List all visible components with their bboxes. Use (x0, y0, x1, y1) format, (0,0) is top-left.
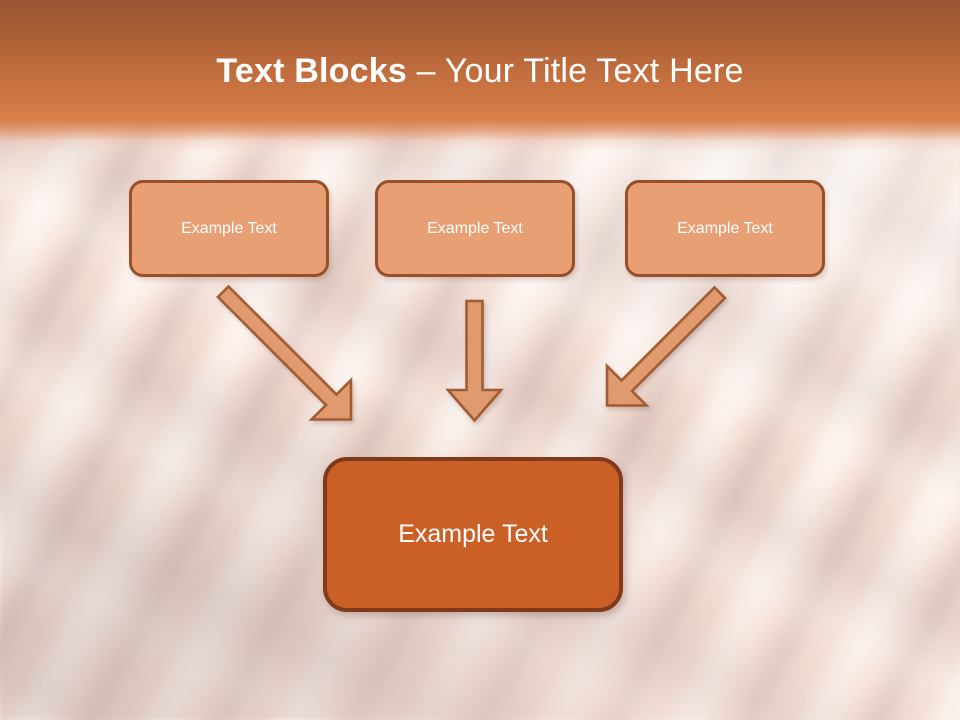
bottom-box-label: Example Text (398, 520, 548, 548)
top-box-2-label: Example Text (427, 219, 523, 237)
page-title-rest: Your Title Text Here (444, 52, 744, 90)
top-box-3-label: Example Text (677, 219, 773, 237)
top-box-3[interactable]: Example Text (625, 180, 825, 277)
top-box-2[interactable]: Example Text (375, 180, 575, 277)
header-band (0, 0, 960, 152)
bottom-box[interactable]: Example Text (323, 457, 623, 612)
top-box-1[interactable]: Example Text (129, 180, 329, 277)
top-box-1-label: Example Text (181, 219, 277, 237)
page-title: Text Blocks – Your Title Text Here (0, 50, 960, 92)
page-title-separator: – (406, 52, 445, 90)
page-title-bold: Text Blocks (216, 52, 407, 90)
